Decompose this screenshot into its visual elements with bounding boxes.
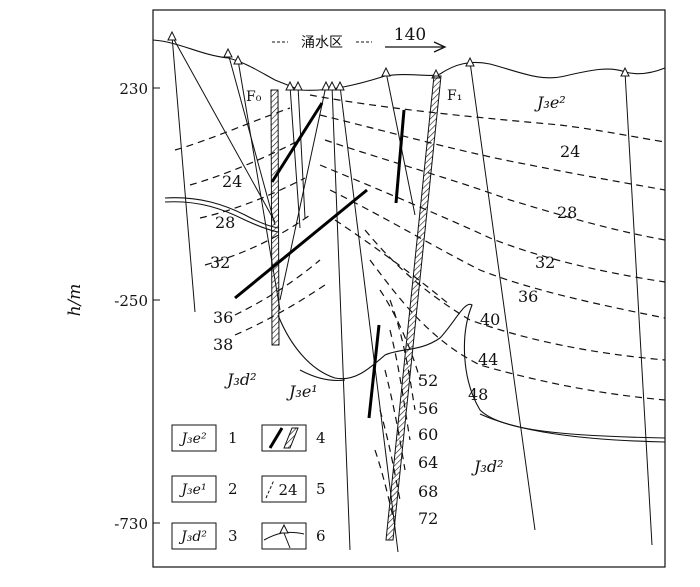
legend-symbol-2: J₃e¹ bbox=[178, 482, 206, 498]
svg-text:32: 32 bbox=[535, 253, 555, 272]
legend-num-6: 6 bbox=[316, 527, 326, 545]
formation-label-lower-left-1: J₃d² bbox=[224, 370, 256, 389]
formation-label-upper-right: J₃e² bbox=[534, 93, 566, 112]
svg-text:56: 56 bbox=[418, 399, 438, 418]
svg-text:72: 72 bbox=[418, 509, 438, 528]
y-tick-730: -730 bbox=[114, 515, 148, 533]
svg-text:68: 68 bbox=[418, 482, 438, 501]
svg-text:40: 40 bbox=[480, 310, 500, 329]
fault-f0 bbox=[270, 89, 280, 346]
direction-arrow bbox=[385, 41, 447, 53]
contour-lines bbox=[174, 94, 666, 526]
direction-label: 140 bbox=[394, 25, 426, 45]
legend-num-4: 4 bbox=[316, 429, 326, 447]
legend-num-5: 5 bbox=[316, 480, 326, 498]
y-tick-250: -250 bbox=[114, 292, 148, 310]
svg-text:38: 38 bbox=[213, 335, 233, 354]
frame bbox=[152, 9, 666, 568]
y-axis-title: h/m bbox=[65, 284, 85, 317]
svg-text:60: 60 bbox=[418, 425, 438, 444]
fault-f1 bbox=[385, 75, 442, 541]
legend-num-3: 3 bbox=[228, 527, 238, 545]
legend-symbol-5: 24 bbox=[278, 481, 297, 499]
svg-text:32: 32 bbox=[210, 253, 230, 272]
legend: J₃e² 1 J₃e¹ 2 J₃d² 3 4 24 5 6 bbox=[171, 424, 326, 550]
contour-labels: 24 28 32 36 38 24 28 32 36 40 44 48 52 5… bbox=[210, 142, 580, 528]
formation-label-lower-right: J₃d² bbox=[471, 457, 503, 476]
svg-text:64: 64 bbox=[418, 453, 438, 472]
y-tick-230: 230 bbox=[119, 80, 148, 98]
svg-text:52: 52 bbox=[418, 371, 438, 390]
borehole-markers bbox=[167, 30, 630, 91]
legend-num-2: 2 bbox=[228, 480, 238, 498]
svg-text:36: 36 bbox=[213, 308, 233, 327]
legend-fracture-icon bbox=[268, 427, 284, 449]
svg-text:44: 44 bbox=[478, 350, 498, 369]
fault-f0-label: F₀ bbox=[246, 89, 262, 105]
svg-text:28: 28 bbox=[215, 213, 235, 232]
legend-symbol-1: J₃e² bbox=[178, 431, 207, 447]
fault-f1-label: F₁ bbox=[447, 88, 462, 104]
svg-text:28: 28 bbox=[557, 203, 577, 222]
formation-label-lower-left-2: J₃e¹ bbox=[286, 382, 318, 401]
svg-text:24: 24 bbox=[222, 172, 242, 191]
svg-text:24: 24 bbox=[560, 142, 580, 161]
legend-symbol-3: J₃d² bbox=[178, 529, 207, 545]
water-inrush-zone-label: 涌水区 bbox=[301, 35, 343, 51]
fracture-segments bbox=[234, 102, 406, 419]
formation-boundaries bbox=[164, 197, 666, 443]
legend-num-1: 1 bbox=[228, 429, 238, 447]
svg-text:48: 48 bbox=[468, 385, 488, 404]
svg-text:36: 36 bbox=[518, 287, 538, 306]
legend-fault-icon bbox=[283, 427, 299, 449]
